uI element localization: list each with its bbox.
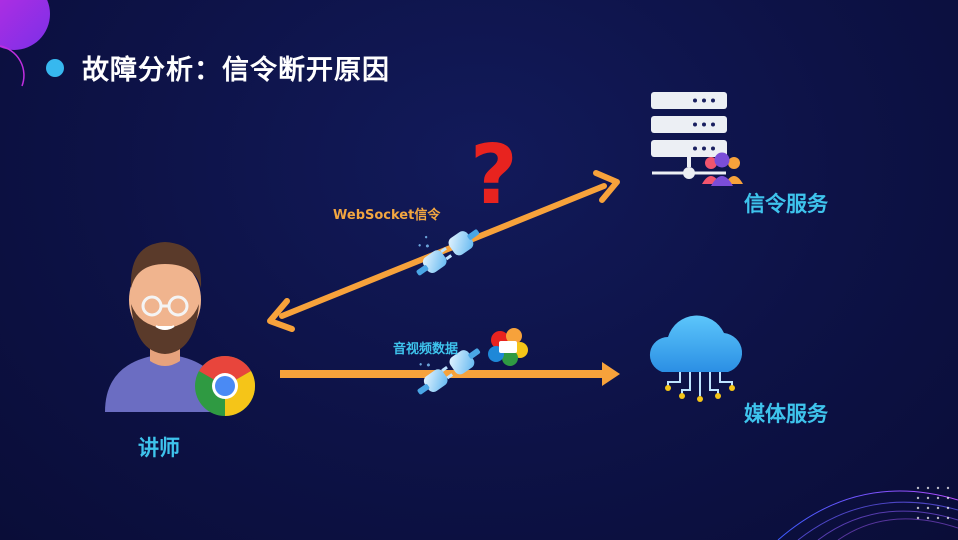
cloud-network-icon [649, 315, 743, 402]
slide-title-row: 故障分析：信令断开原因 [46, 48, 390, 87]
users-group-icon [702, 152, 743, 186]
websocket-link-label: WebSocket信令 [333, 208, 441, 223]
chrome-icon [195, 355, 256, 416]
webrtc-icon [488, 328, 528, 366]
media-server-label: 媒体服务 [744, 402, 828, 426]
decor-corner-bottom-right [777, 486, 958, 540]
plug-disconnected-icon-signal [416, 229, 480, 276]
slide-title: 故障分析：信令断开原因 [82, 55, 390, 86]
title-bullet-icon [46, 58, 64, 77]
signal-server-label: 信令服务 [744, 192, 828, 216]
media-link-label: 音视频数据 [393, 342, 459, 357]
question-mark: ? [470, 128, 518, 223]
bearded-man-avatar-icon [105, 242, 225, 412]
decor-corner-top-left [0, 0, 50, 87]
server-rack-icon [651, 92, 727, 179]
lecturer-label: 讲师 [138, 436, 180, 460]
media-arrow [280, 362, 620, 386]
plug-disconnected-icon-media [417, 348, 481, 395]
